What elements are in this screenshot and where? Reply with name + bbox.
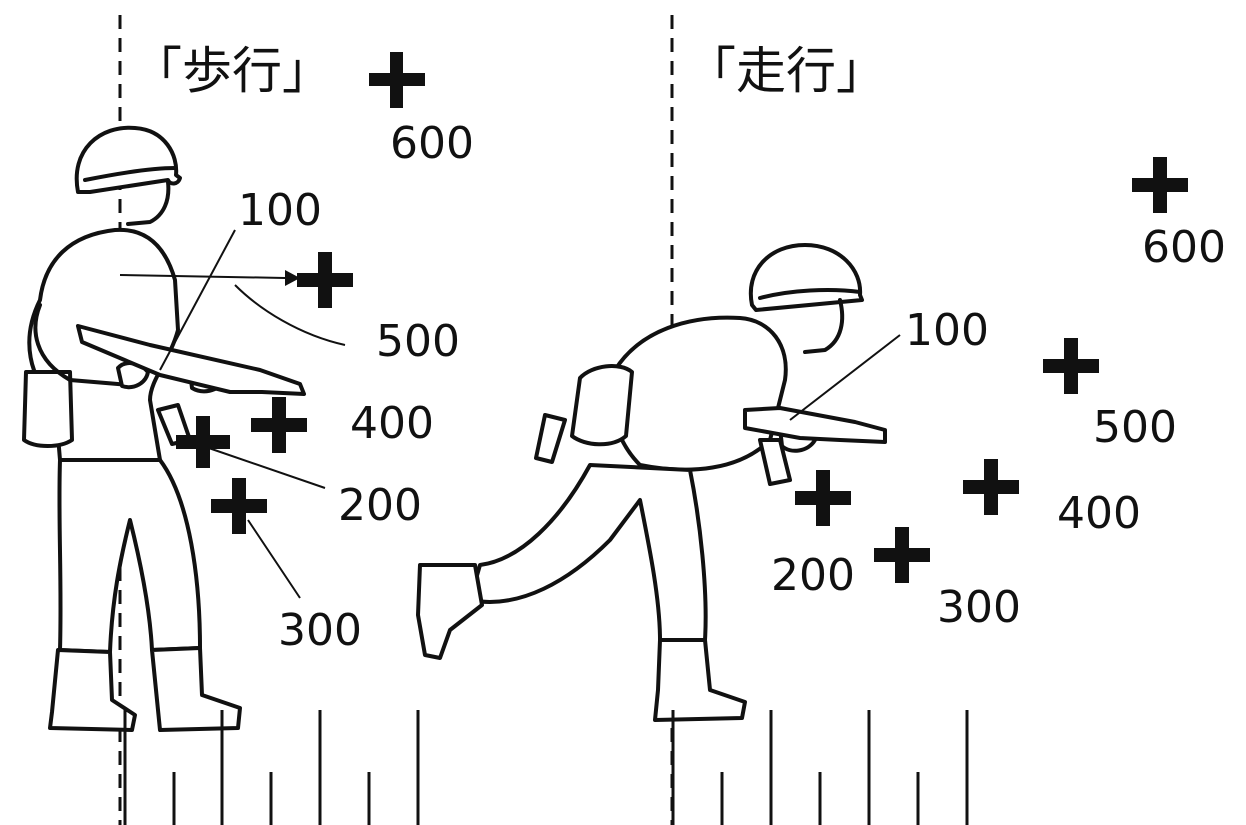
walking-cross-300 — [211, 478, 267, 534]
walking-label-300: 300 — [278, 605, 362, 656]
running-cross-400 — [963, 459, 1019, 515]
walking-label-400: 400 — [350, 398, 434, 449]
walking-cross-500 — [297, 252, 353, 308]
walking-cross-200 — [176, 416, 230, 468]
running-100-leader-line — [789, 334, 901, 421]
walking-cross-400 — [251, 397, 307, 453]
walking-ruler-ticks — [123, 710, 420, 825]
running-cross-600 — [1132, 157, 1188, 213]
running-label-100: 100 — [905, 305, 989, 356]
running-label-300: 300 — [937, 582, 1021, 633]
running-label-600: 600 — [1142, 222, 1226, 273]
walking-panel: 「歩行」 — [22, 15, 474, 825]
walking-100-leader-line — [159, 229, 236, 371]
walking-label-500: 500 — [376, 316, 460, 367]
walking-200-leader-line — [199, 444, 326, 489]
walking-100-arrowhead — [285, 270, 300, 286]
walking-label-200: 200 — [338, 480, 422, 531]
running-cross-300 — [874, 527, 930, 583]
running-label-400: 400 — [1057, 488, 1141, 539]
walking-label-100: 100 — [238, 185, 322, 236]
running-soldier-figure — [416, 243, 887, 722]
running-cross-500 — [1043, 338, 1099, 394]
running-label-200: 200 — [771, 550, 855, 601]
running-ruler-ticks — [671, 710, 969, 825]
walking-100-arrow-line — [119, 274, 286, 279]
walking-500-leader-line — [234, 284, 346, 346]
walking-soldier-figure — [22, 125, 306, 732]
running-label-500: 500 — [1093, 402, 1177, 453]
running-cross-200 — [795, 470, 851, 526]
running-panel: 「走行」 — [416, 15, 1226, 825]
walking-label-600: 600 — [390, 118, 474, 169]
running-title: 「走行」 — [686, 42, 886, 100]
walking-title: 「歩行」 — [132, 42, 332, 100]
walking-300-leader-line — [247, 519, 301, 599]
walking-cross-600 — [369, 52, 425, 108]
